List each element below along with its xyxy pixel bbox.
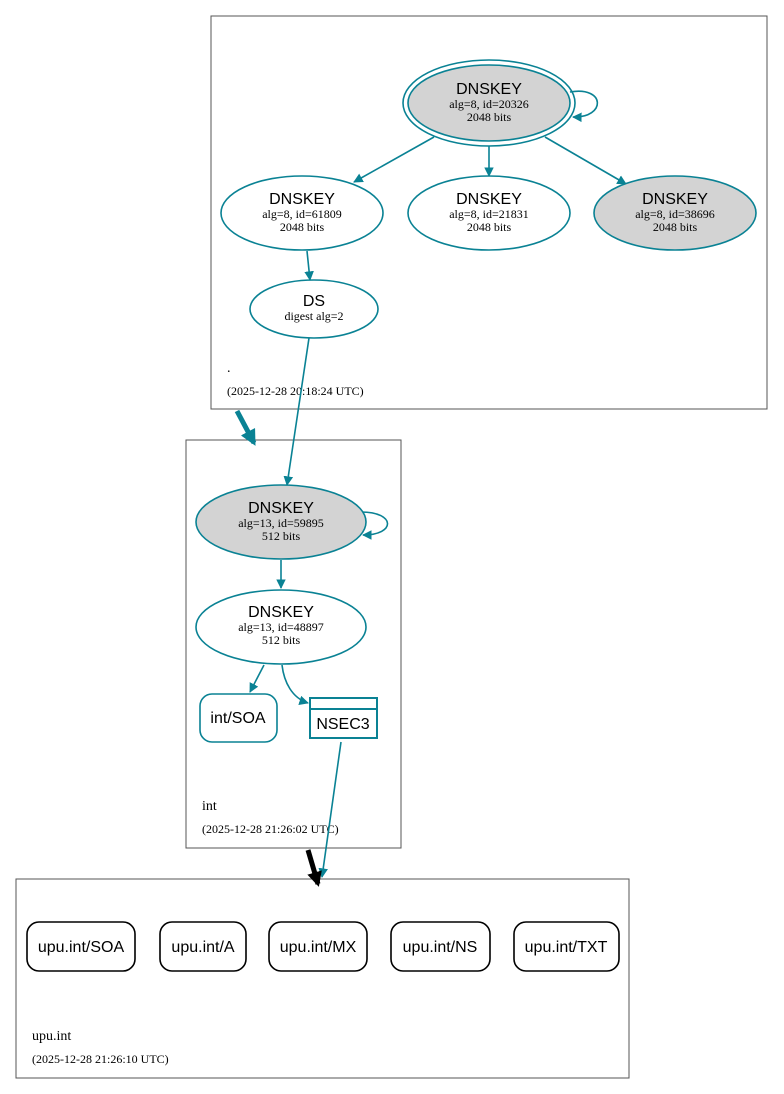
svg-text:alg=13, id=48897: alg=13, id=48897 [238, 620, 324, 634]
edge-ksk-self-loop [569, 90, 599, 123]
ds-int: DS digest alg=2 [249, 279, 379, 339]
svg-text:upu.int/A: upu.int/A [171, 939, 234, 956]
svg-text:int/SOA: int/SOA [210, 710, 265, 727]
svg-text:512 bits: 512 bits [262, 529, 301, 543]
edge-intksk-self-loop [360, 511, 389, 540]
svg-text:digest alg=2: digest alg=2 [284, 309, 343, 323]
dnskey-int-zsk: DNSKEY alg=13, id=48897 512 bits [195, 589, 367, 665]
svg-text:DNSKEY: DNSKEY [456, 191, 522, 208]
zone-root-name: . [227, 361, 231, 376]
dnskey-root-38696: DNSKEY alg=8, id=38696 2048 bits [593, 175, 757, 251]
svg-text:2048 bits: 2048 bits [467, 110, 512, 124]
svg-text:upu.int/NS: upu.int/NS [403, 939, 478, 956]
svg-text:DNSKEY: DNSKEY [248, 604, 314, 621]
svg-text:DNSKEY: DNSKEY [642, 191, 708, 208]
zone-root-timestamp: (2025-12-28 20:18:24 UTC) [227, 384, 364, 398]
edge-zsk1-ds [304, 250, 314, 281]
rrset-int-soa: int/SOA [199, 693, 278, 743]
rrset-upu-ns: upu.int/NS [390, 921, 491, 972]
svg-text:2048 bits: 2048 bits [653, 220, 698, 234]
svg-text:DNSKEY: DNSKEY [269, 191, 335, 208]
svg-text:upu.int/SOA: upu.int/SOA [38, 939, 125, 956]
rrset-upu-soa: upu.int/SOA [26, 921, 136, 972]
zone-upu-name: upu.int [32, 1029, 71, 1044]
zone-int-name: int [202, 799, 217, 814]
rrset-upu-a: upu.int/A [159, 921, 247, 972]
edge-nsec3-upu [318, 741, 342, 878]
svg-text:alg=8, id=20326: alg=8, id=20326 [449, 97, 529, 111]
svg-text:alg=8, id=21831: alg=8, id=21831 [449, 207, 529, 221]
svg-text:512 bits: 512 bits [262, 633, 301, 647]
svg-text:NSEC3: NSEC3 [316, 716, 369, 733]
rrset-upu-mx: upu.int/MX [268, 921, 368, 972]
zone-upu-box [15, 878, 630, 1079]
dnskey-root-61809: DNSKEY alg=8, id=61809 2048 bits [220, 175, 384, 251]
edge-ds-intksk [283, 337, 310, 486]
svg-text:upu.int/MX: upu.int/MX [280, 939, 357, 956]
zone-upu-timestamp: (2025-12-28 21:26:10 UTC) [32, 1052, 169, 1066]
dnskey-root-21831: DNSKEY alg=8, id=21831 2048 bits [407, 175, 571, 251]
delegation-root-int [234, 409, 257, 446]
svg-text:alg=8, id=61809: alg=8, id=61809 [262, 207, 342, 221]
svg-text:DS: DS [303, 293, 325, 310]
dnskey-root-ksk: DNSKEY alg=8, id=20326 2048 bits [402, 59, 576, 147]
edge-intzsk-nsec3 [281, 664, 309, 705]
delegation-int-upu [305, 849, 322, 887]
svg-text:upu.int/TXT: upu.int/TXT [525, 939, 608, 956]
svg-text:DNSKEY: DNSKEY [456, 81, 522, 98]
svg-text:alg=13, id=59895: alg=13, id=59895 [238, 516, 324, 530]
svg-text:2048 bits: 2048 bits [280, 220, 325, 234]
edge-ksk-key3 [544, 136, 627, 185]
edge-ksk-zsk1 [353, 136, 435, 183]
signing-edges [249, 90, 627, 878]
rrset-upu-txt: upu.int/TXT [513, 921, 620, 972]
zone-int-timestamp: (2025-12-28 21:26:02 UTC) [202, 822, 339, 836]
dnskey-int-ksk: DNSKEY alg=13, id=59895 512 bits [195, 484, 367, 560]
svg-text:2048 bits: 2048 bits [467, 220, 512, 234]
nsec3-box: NSEC3 [309, 697, 378, 739]
edge-intzsk-soa [249, 664, 265, 693]
svg-text:alg=8, id=38696: alg=8, id=38696 [635, 207, 715, 221]
svg-text:DNSKEY: DNSKEY [248, 500, 314, 517]
zone-root-box [210, 15, 768, 410]
